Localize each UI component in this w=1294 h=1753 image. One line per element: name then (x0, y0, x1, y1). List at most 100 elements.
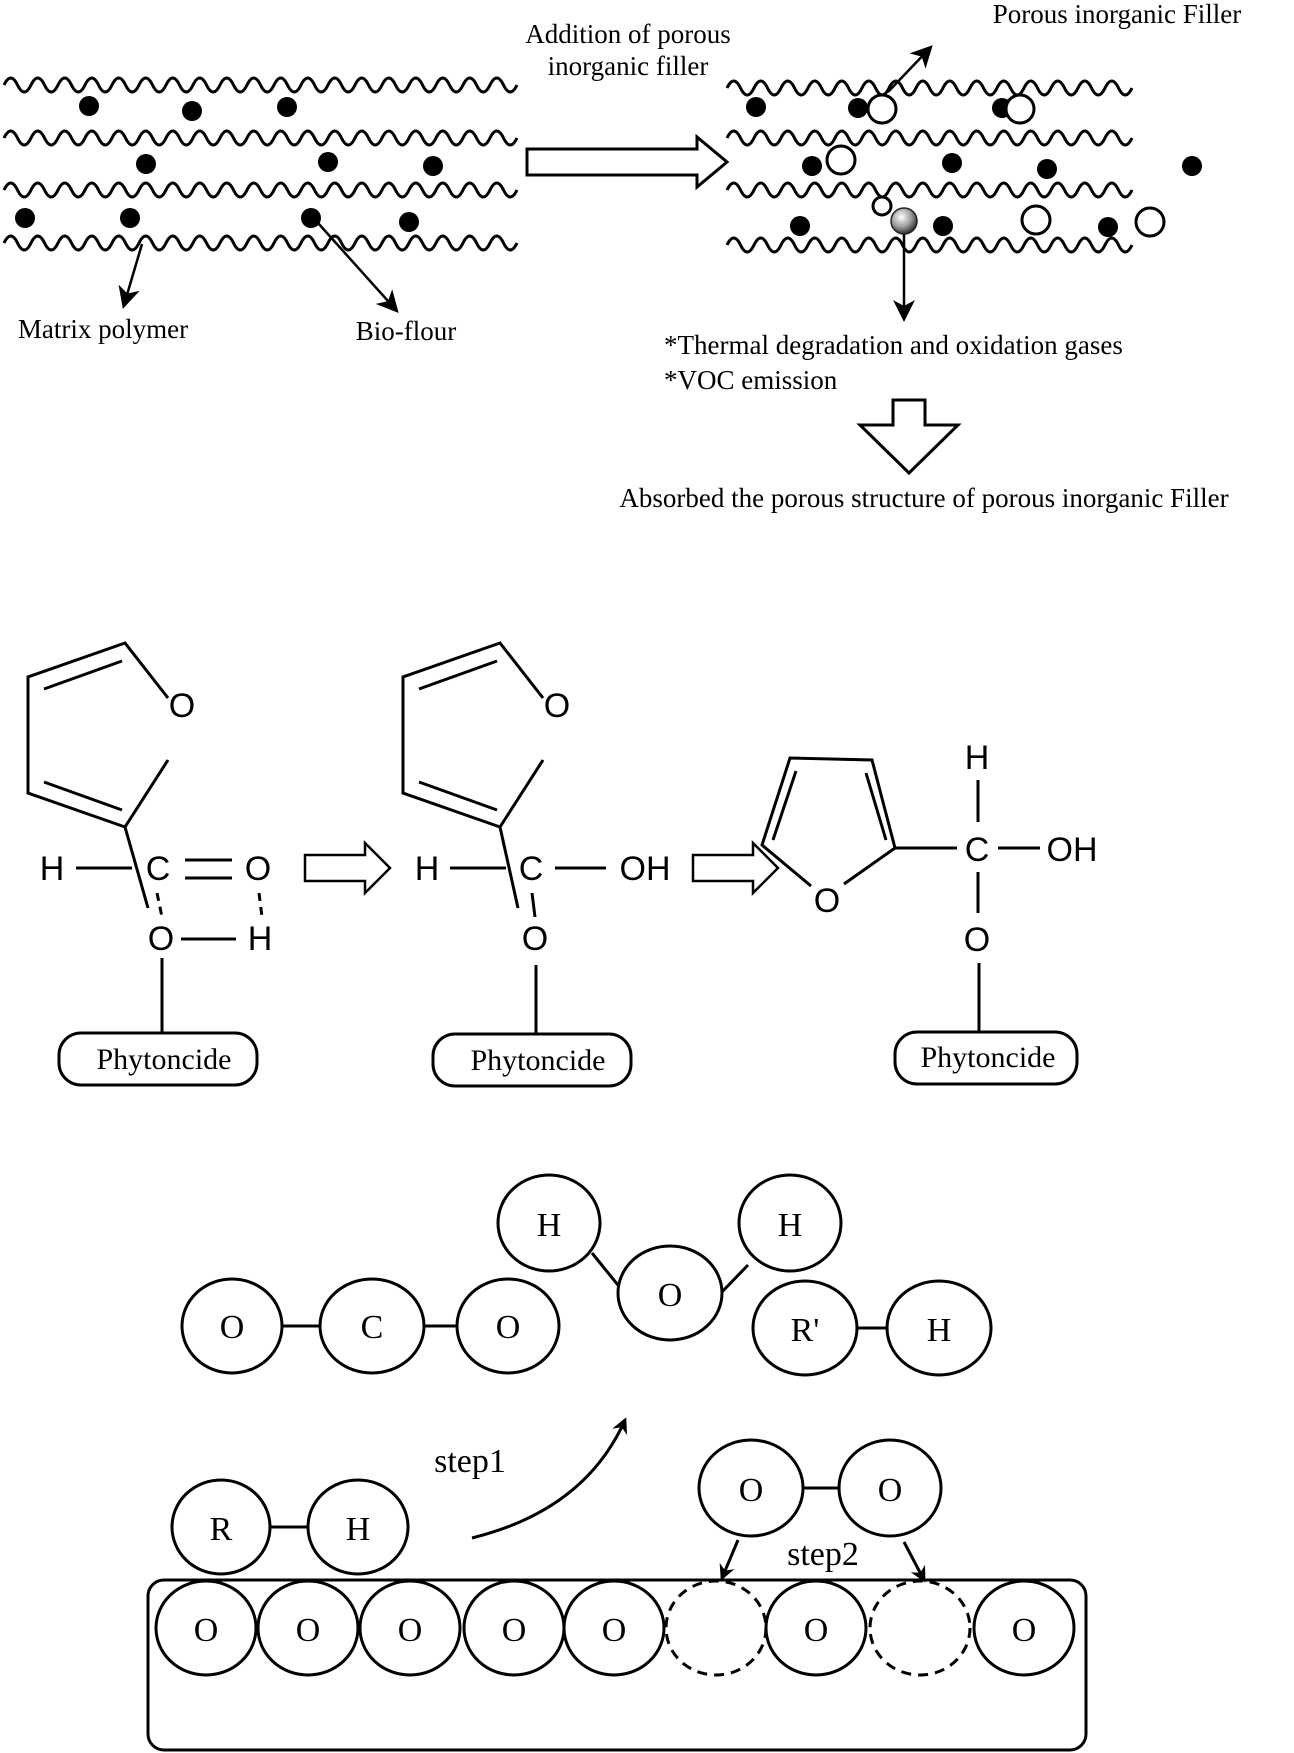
molecule-o2: O O (697, 1438, 943, 1538)
phytoncide-box (57, 1031, 259, 1087)
porous-filler-particle (871, 195, 893, 217)
ring-double-bond (418, 780, 498, 812)
molecule-furfural-phytoncide-complex: O H C O O H Phytoncide (26, 641, 273, 1087)
block-arrow-right-icon (525, 133, 730, 191)
bio-flour-particle (79, 96, 99, 116)
bond-ring-carbon (498, 826, 520, 909)
matrix-polymer-chains-left (2, 76, 519, 252)
polymer-chain (2, 234, 519, 252)
bio-flour-particle (399, 212, 419, 232)
polymer-chain (2, 181, 519, 199)
step2-arrow-left (719, 1539, 740, 1581)
emission-line1: *Thermal degradation and oxidation gases (664, 330, 1123, 360)
porous-filler-particle (1134, 206, 1166, 238)
matrix-polymer-label: Matrix polymer (18, 314, 188, 344)
bio-flour-particle (277, 97, 297, 117)
ring-oxygen: O (169, 687, 195, 725)
bio-flour-particle (318, 152, 338, 172)
bond-c-o (530, 892, 537, 918)
porous-filler-pointer-arrow (887, 45, 933, 93)
atom-label: O (1012, 1612, 1037, 1649)
phytoncide-label: Phytoncide (97, 1043, 232, 1076)
bio-flour-particle (136, 154, 156, 174)
atom-circle (154, 1579, 258, 1677)
molecule-r-h: R H (170, 1478, 410, 1576)
atom-h-bottom: H (248, 920, 273, 958)
bio-flour-particle (746, 97, 766, 117)
bio-flour-particle (1182, 156, 1202, 176)
panel-phytoncide-reaction: O H C O O H Phytoncide O H (26, 641, 1098, 1088)
block-arrow-down-icon (856, 398, 962, 476)
bio-flour-particle (182, 101, 202, 121)
porous-filler-particles (825, 93, 1166, 238)
dashed-bond-c-o (155, 892, 164, 918)
porous-filler-particle (825, 144, 857, 176)
phytoncide-box (431, 1032, 633, 1088)
bio-flour-particle (848, 98, 868, 118)
surface-oxygen-atom: O (462, 1579, 566, 1677)
atom-o-bottom: O (148, 920, 174, 958)
atom-circle (764, 1579, 868, 1677)
bio-flour-particle (942, 153, 962, 173)
phytoncide-label: Phytoncide (921, 1041, 1056, 1074)
step2-label: step2 (787, 1536, 859, 1573)
vacancy-circle (664, 1579, 768, 1677)
transition-label-line2: inorganic filler (548, 51, 709, 81)
bio-flour-label: Bio-flour (356, 316, 457, 346)
bio-flour-particle (15, 208, 35, 228)
atom-h: H (415, 850, 440, 888)
bio-flour-particle (301, 208, 321, 228)
atom-label: O (502, 1612, 527, 1649)
atom-r-prime: R' (791, 1312, 820, 1349)
atom-c: C (965, 831, 990, 869)
polymer-chain (2, 76, 519, 94)
matrix-polymer-chains-right (725, 79, 1134, 254)
vacancy-circle (868, 1579, 972, 1677)
polymer-chain (725, 79, 1134, 97)
atom-h: H (537, 1207, 562, 1244)
ring-double-bond (864, 772, 888, 841)
step2-arrow-right (902, 1541, 926, 1583)
polymer-chain (2, 129, 519, 147)
ring-double-bond (43, 659, 123, 691)
atom-r: R (210, 1511, 233, 1548)
bio-flour-particle (1098, 217, 1118, 237)
atom-h: H (346, 1511, 371, 1548)
ring-double-bond (771, 770, 798, 841)
bio-flour-particle (120, 208, 140, 228)
surface-oxygen-atom: O (764, 1579, 868, 1677)
ring-double-bond (43, 780, 123, 812)
ring-oxygen: O (814, 882, 840, 920)
oxygen-vacancy (868, 1579, 972, 1677)
ring-bond (843, 846, 896, 886)
surface-oxygen-atom: O (358, 1579, 462, 1677)
bio-flour-particle (790, 216, 810, 236)
polymer-chain (725, 181, 1134, 199)
bio-flour-particles-left (15, 96, 443, 232)
atom-circle (562, 1579, 666, 1677)
porous-filler-particle (1004, 93, 1036, 125)
atom-circle (256, 1579, 360, 1677)
porous-filler-label: Porous inorganic Filler (993, 0, 1241, 29)
emission-line2: *VOC emission (664, 365, 838, 395)
molecule-co2: O C O (180, 1277, 561, 1375)
atom-o: O (739, 1472, 764, 1509)
atom-o: O (220, 1309, 245, 1346)
step1-label: step1 (434, 1443, 506, 1480)
block-arrow-right-icon (303, 839, 392, 897)
ring-oxygen: O (544, 687, 570, 725)
atom-label: O (194, 1612, 219, 1649)
furan-ring-bonds (401, 641, 545, 829)
atom-h: H (40, 850, 65, 888)
atom-circle (358, 1579, 462, 1677)
atom-c: C (146, 850, 171, 888)
atom-label: O (804, 1612, 829, 1649)
molecule-water: H O H (496, 1173, 843, 1342)
step1-curved-arrow (471, 1417, 628, 1540)
oxygen-vacancy (664, 1579, 768, 1677)
surface-oxygen-atom: O (972, 1579, 1076, 1677)
atom-h: H (778, 1207, 803, 1244)
atom-o: O (658, 1277, 683, 1314)
polymer-chain (725, 236, 1134, 254)
